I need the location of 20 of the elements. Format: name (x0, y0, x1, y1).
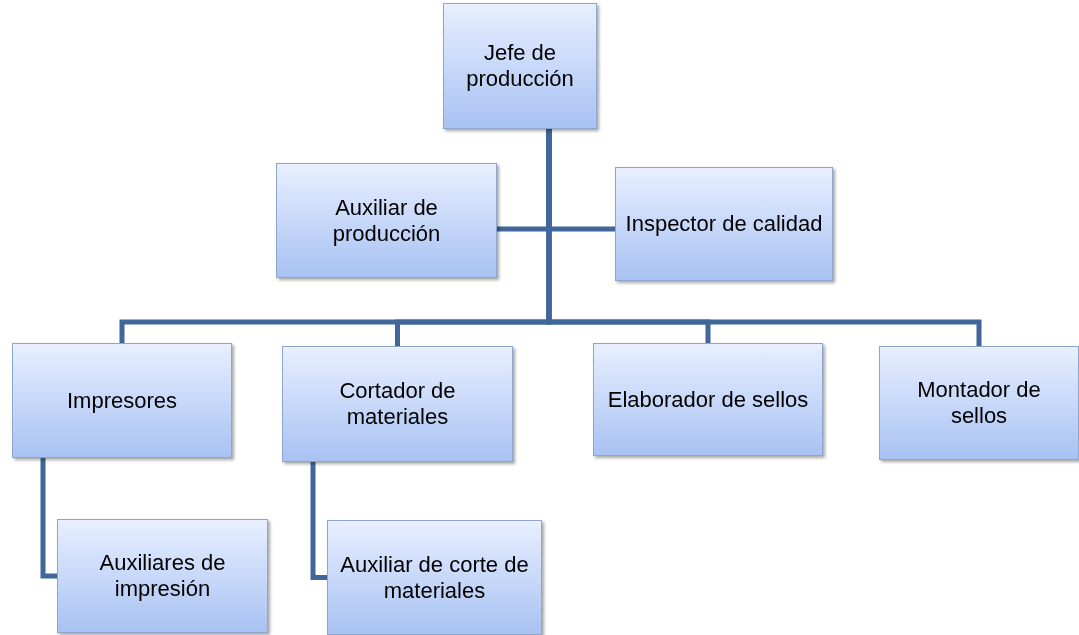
role-box (327, 520, 542, 635)
role-title: Montador de sellos (916, 377, 1042, 429)
connector-line (40, 458, 57, 579)
role-box (879, 346, 1079, 460)
role-box (282, 346, 513, 462)
role-title: Jefe de producción (465, 40, 575, 92)
role-title: Inspector de calidad (624, 211, 824, 237)
role-title: Elaborador de sellos (606, 386, 810, 413)
role-box (276, 163, 497, 278)
role-title: Cortador de materiales (338, 378, 457, 430)
role-box (615, 167, 833, 281)
role-title: Auxiliar de producción (331, 194, 442, 247)
role-title: Auxiliar de corte de materiales (339, 551, 530, 604)
role-box (593, 343, 823, 456)
role-box (443, 3, 597, 129)
role-title: Impresores (65, 387, 178, 414)
role-box (57, 519, 268, 633)
role-box (12, 343, 232, 458)
connector-line (310, 462, 327, 580)
role-title: Auxiliares de impresión (98, 550, 227, 602)
